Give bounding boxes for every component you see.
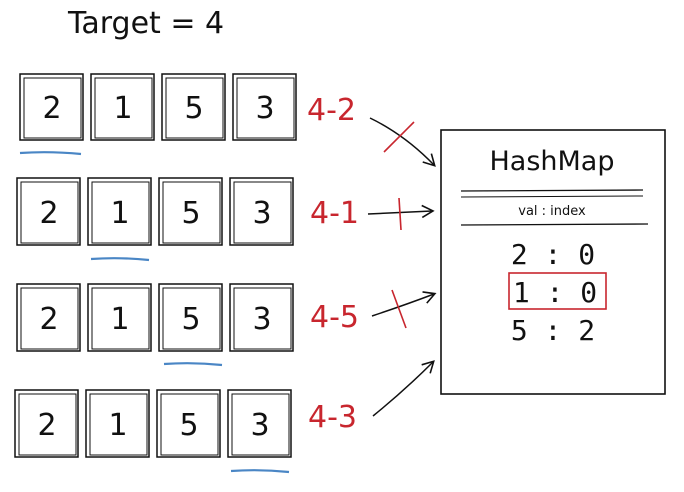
array-cell xyxy=(90,73,155,141)
cell-value: 1 xyxy=(110,196,129,231)
diff-label: 4-5 xyxy=(310,300,359,335)
target-title: Target = 4 xyxy=(67,6,224,41)
highlight-box xyxy=(508,272,607,310)
cross-mark xyxy=(391,289,407,329)
current-index-underline xyxy=(230,469,290,474)
cell-value: 2 xyxy=(39,196,58,231)
array-cell xyxy=(227,389,292,458)
hashmap-entry: 5 : 2 xyxy=(511,314,595,347)
hashmap-entry: 2 : 0 xyxy=(511,238,595,271)
cell-value: 3 xyxy=(252,302,271,337)
array-cell xyxy=(158,283,223,352)
current-index-underline xyxy=(90,257,150,262)
hashmap-border xyxy=(440,129,666,395)
cross-mark xyxy=(383,121,415,153)
array-cell xyxy=(161,73,226,141)
cell-value: 1 xyxy=(113,91,132,126)
array-cell xyxy=(16,283,81,352)
array-row-1: 2 1 5 3 4-2 xyxy=(19,73,436,167)
hashmap-box: HashMap val : index 2 : 0 1 : 0 5 : 2 xyxy=(440,129,666,395)
array-row-2: 2 1 5 3 4-1 xyxy=(16,177,435,262)
array-cell xyxy=(229,177,294,246)
array-cell xyxy=(19,73,84,141)
cell-value: 1 xyxy=(108,408,127,443)
array-cell xyxy=(16,177,81,246)
cell-value: 1 xyxy=(110,302,129,337)
hashmap-entry-highlighted: 1 : 0 xyxy=(513,276,597,309)
cell-value: 3 xyxy=(250,408,269,443)
current-index-underline xyxy=(19,151,82,156)
cross-mark xyxy=(398,197,402,231)
array-cell xyxy=(232,73,297,141)
array-cell xyxy=(87,177,152,246)
array-row-4: 2 1 5 3 4-3 xyxy=(14,360,435,474)
cell-value: 2 xyxy=(42,91,61,126)
diff-label: 4-2 xyxy=(307,93,356,128)
divider xyxy=(460,223,649,226)
divider xyxy=(460,189,644,192)
array-cell xyxy=(156,389,221,458)
hashmap-title: HashMap xyxy=(489,146,614,177)
array-cell xyxy=(14,389,79,458)
cell-value: 3 xyxy=(252,196,271,231)
divider xyxy=(460,195,644,198)
hashmap-subtitle: val : index xyxy=(518,204,586,219)
arrow xyxy=(371,291,437,317)
cell-value: 5 xyxy=(181,196,200,231)
array-row-3: 2 1 5 3 4-5 xyxy=(16,283,437,367)
arrow xyxy=(369,117,436,167)
cell-value: 5 xyxy=(184,91,203,126)
cell-value: 5 xyxy=(179,408,198,443)
arrow xyxy=(372,360,435,417)
array-cell xyxy=(87,283,152,352)
current-index-underline xyxy=(163,362,223,367)
diff-label: 4-3 xyxy=(308,400,357,435)
diff-label: 4-1 xyxy=(310,196,359,231)
cell-value: 3 xyxy=(255,91,274,126)
cell-value: 2 xyxy=(39,302,58,337)
cell-value: 2 xyxy=(37,408,56,443)
array-cell xyxy=(229,283,294,352)
array-cell xyxy=(85,389,150,458)
cell-value: 5 xyxy=(181,302,200,337)
array-cell xyxy=(158,177,223,246)
